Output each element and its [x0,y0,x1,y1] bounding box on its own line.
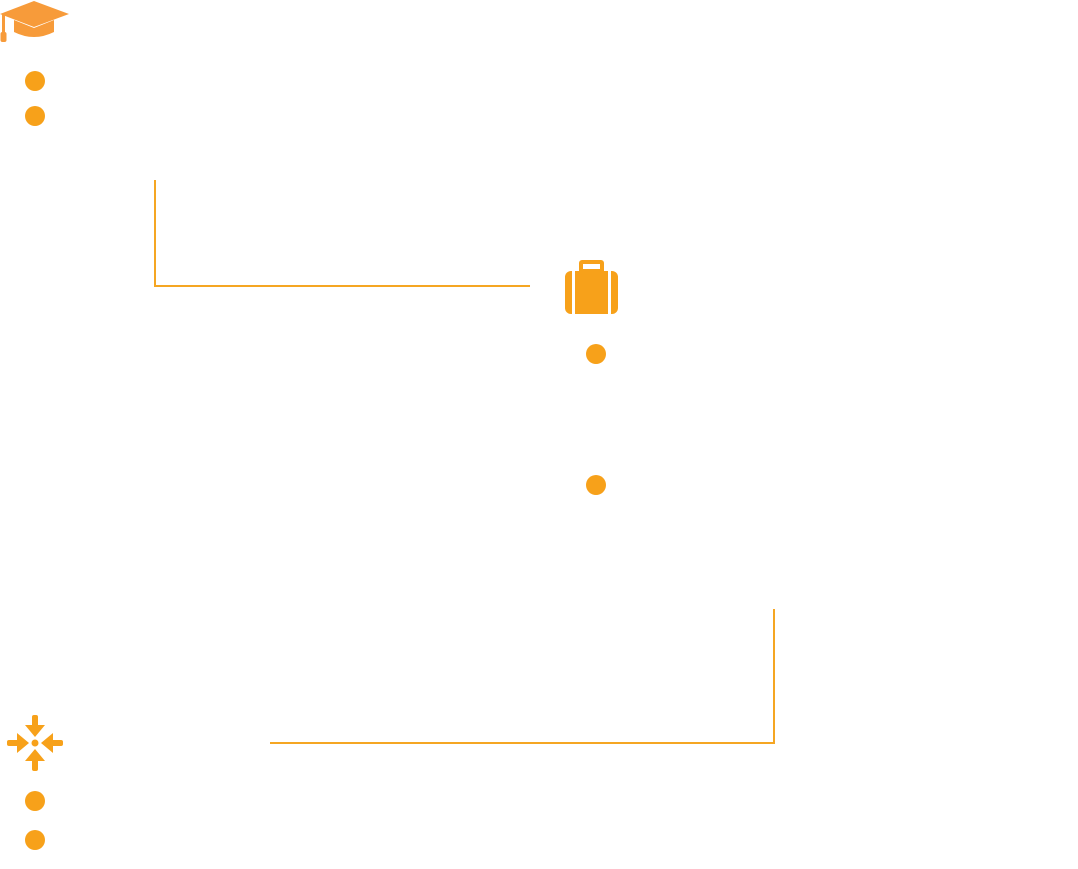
connector-work-to-collaboration [270,609,775,744]
bullet-work-2 [586,475,606,495]
section-work [560,258,630,498]
section-collaboration [0,712,80,862]
section-education [0,0,80,130]
connector-education-to-work [154,180,530,287]
bullet-collaboration-1 [25,791,45,811]
graduation-cap-icon [0,1,69,42]
bullet-education-1 [25,71,45,91]
collaboration-arrows-icon [7,715,63,771]
bullet-education-2 [25,106,45,126]
briefcase-icon [565,260,618,314]
bullet-collaboration-2 [25,830,45,850]
bullet-work-1 [586,344,606,364]
